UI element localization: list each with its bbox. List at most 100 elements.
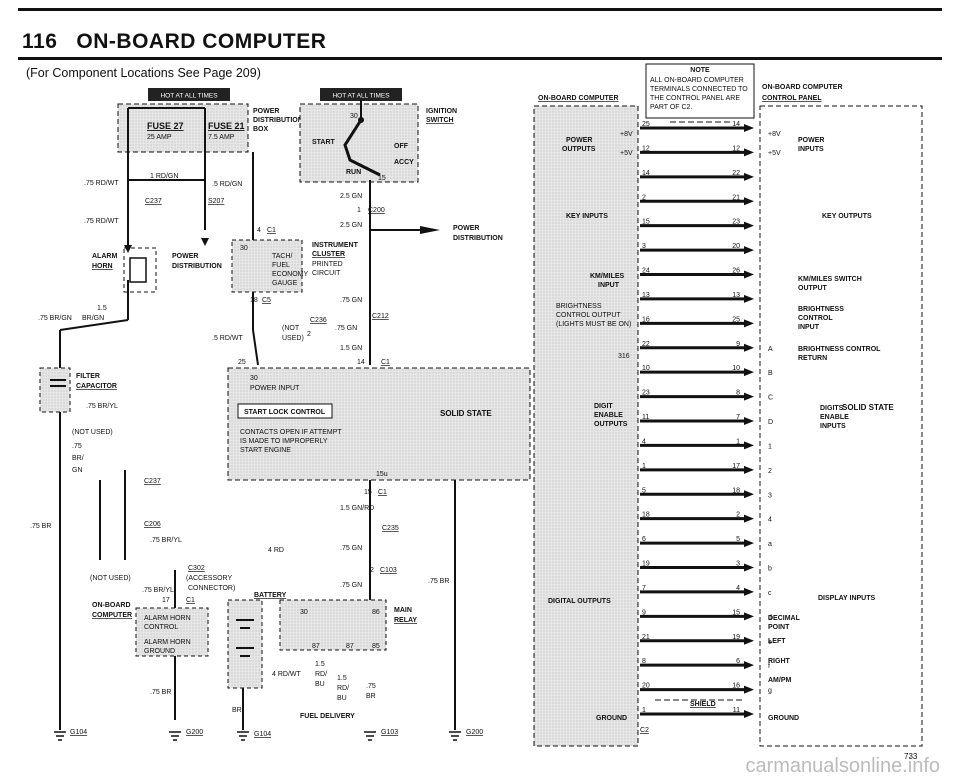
- ign-start: START: [312, 139, 336, 146]
- connector-c237b: C237: [144, 478, 161, 485]
- wire-label: .75 BR/YL: [86, 403, 118, 410]
- pin-right-number: 6: [736, 658, 740, 665]
- connector-c237: C237: [145, 198, 162, 205]
- pin-right-number: 9: [736, 341, 740, 348]
- connector-c236: C236: [310, 317, 327, 324]
- panel-pin-letter: 2: [768, 468, 772, 475]
- figure-number: 733: [904, 752, 918, 761]
- alarm-horn-label1: ALARM: [92, 253, 117, 260]
- pin-label: 2: [370, 567, 374, 574]
- pin-right-number: 11: [733, 707, 740, 714]
- header-rule-bottom: [18, 57, 942, 60]
- pin-left-number: 10: [642, 365, 650, 372]
- pin-arrow: [744, 294, 754, 303]
- digit-out3: OUTPUTS: [594, 421, 628, 428]
- pin-left-number: 4: [642, 438, 646, 445]
- pin-left-number: 1: [642, 463, 646, 470]
- panel-pin-letter: f: [768, 663, 770, 670]
- filter-capacitor: FILTER CAPACITOR: [39, 367, 117, 413]
- ss-pin15u: 15u: [376, 471, 388, 478]
- not-used-label2: (NOT USED): [90, 575, 131, 582]
- bright-ret1: BRIGHTNESS CONTROL: [798, 346, 881, 353]
- ground-g200b: G200: [466, 729, 483, 736]
- bright-out3: (LIGHTS MUST BE ON): [556, 321, 631, 328]
- pin-right-number: 4: [736, 585, 740, 592]
- not-used-label: (NOT USED): [72, 429, 113, 436]
- pin-left-number: 14: [642, 170, 650, 177]
- pin-arrow: [744, 343, 754, 352]
- pin-arrow: [744, 465, 754, 474]
- pin-arrow: [744, 368, 754, 377]
- wire-label: .75 GN: [340, 582, 362, 589]
- alarm-gnd2: GROUND: [144, 648, 175, 655]
- pin-right-number: 10: [732, 365, 740, 372]
- pin-left-number: 7: [642, 585, 646, 592]
- pin-right-number: 22: [732, 170, 740, 177]
- pin-arrow: [744, 270, 754, 279]
- key-inputs: KEY INPUTS: [566, 213, 608, 220]
- wire-label: .75: [366, 683, 376, 690]
- digital-outputs: DIGITAL OUTPUTS: [548, 598, 611, 605]
- connector-c1: C1: [186, 597, 195, 604]
- panel-label1: ON-BOARD COMPUTER: [762, 84, 843, 91]
- kmmiles-sw1: KM/MILES SWITCH: [798, 276, 862, 283]
- ground-g104: G104: [70, 729, 87, 736]
- power-dist-label4: DISTRIBUTION: [453, 235, 503, 242]
- wire-label: .5 RD/GN: [212, 181, 242, 188]
- alarm-ctrl2: CONTROL: [144, 624, 178, 631]
- ground-g200: G200: [186, 729, 203, 736]
- connector-c302: C302: [188, 565, 205, 572]
- wire-label: BU: [337, 695, 347, 702]
- ignition-label1: IGNITION: [426, 108, 457, 115]
- wire-label: 1.5: [97, 305, 107, 312]
- pin-right-number: 16: [732, 683, 740, 690]
- pin-left-number: 12: [642, 145, 650, 152]
- ss-start-lock: START LOCK CONTROL: [244, 409, 326, 416]
- pin-right-number: 14: [732, 121, 740, 128]
- pin-left-number: 8: [642, 658, 646, 665]
- not-label: (NOT: [282, 325, 300, 332]
- connector-c1b: C1: [381, 359, 390, 366]
- pin-arrow: [744, 563, 754, 572]
- pin-arrow: [744, 685, 754, 694]
- panel-pin-letter: B: [768, 370, 773, 377]
- pin-right-number: 1: [736, 438, 740, 445]
- obc-right-label: ON-BOARD COMPUTER: [538, 95, 619, 102]
- ign-pin15: 15: [378, 175, 386, 182]
- pin-right-number: 23: [732, 219, 740, 226]
- ss-pin30: 30: [250, 375, 258, 382]
- ign-run: RUN: [346, 169, 361, 176]
- arrow-down: [124, 245, 132, 253]
- wire-label: .75 GN: [340, 297, 362, 304]
- wire-label: .75 BR/GN: [38, 315, 72, 322]
- pin-arrow: [744, 148, 754, 157]
- pin-arrow: [744, 636, 754, 645]
- fuse21-label: FUSE 21: [208, 121, 245, 131]
- battery: BATTERY: [227, 592, 287, 689]
- panel-label2: CONTROL PANEL: [762, 95, 822, 102]
- plus5v-right: +5V: [768, 150, 781, 157]
- watermark: carmanualsonline.info: [745, 755, 940, 777]
- battery-label: BATTERY: [254, 592, 287, 599]
- left-label: LEFT: [768, 638, 786, 645]
- alarm-ctrl1: ALARM HORN: [144, 615, 191, 622]
- pin-arrow: [744, 319, 754, 328]
- bright-ret2: RETURN: [798, 355, 827, 362]
- wire-label: 1 RD/GN: [150, 173, 178, 180]
- relay-p87b: 87: [346, 643, 354, 650]
- power-dist-arrow: [420, 226, 440, 234]
- ground-g103: G103: [381, 729, 398, 736]
- relay-label1: MAIN: [394, 607, 412, 614]
- pin-left-number: 9: [642, 609, 646, 616]
- wire-label: 4 RD: [268, 547, 284, 554]
- ss-contacts1: CONTACTS OPEN IF ATTEMPT: [240, 429, 342, 436]
- relay-p87: 87: [312, 643, 320, 650]
- ss-power-input: POWER INPUT: [250, 385, 300, 392]
- relay-p86: 86: [372, 609, 380, 616]
- alarm-gnd1: ALARM HORN: [144, 639, 191, 646]
- wire-label: RD/: [315, 671, 327, 678]
- pin-arrow: [744, 514, 754, 523]
- pin-left-number: 3: [642, 243, 646, 250]
- panel-pin-letter: c: [768, 590, 772, 597]
